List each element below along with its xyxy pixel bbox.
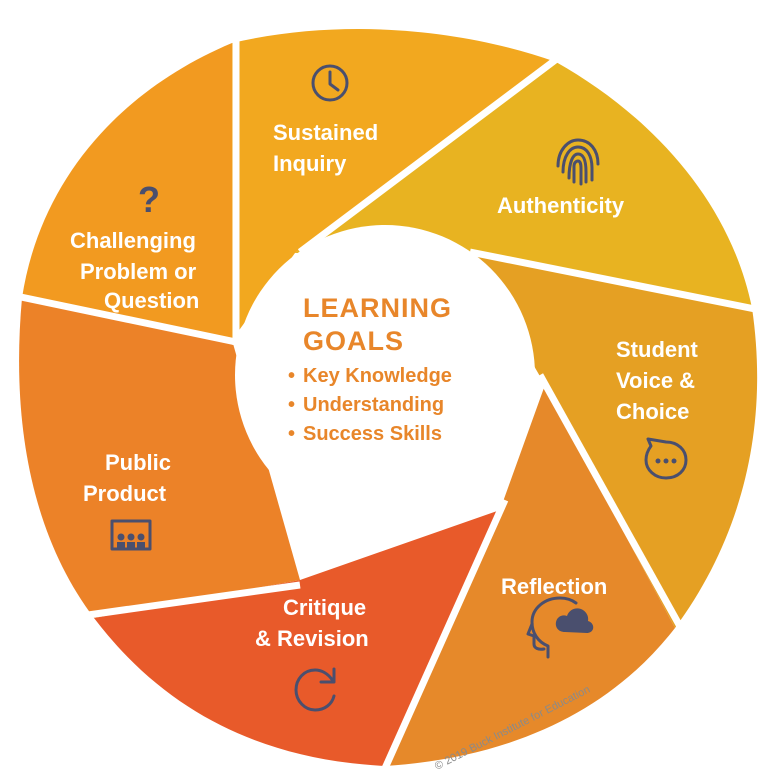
segment-label-challenging-line3: Question: [104, 288, 199, 313]
clock-icon: [311, 64, 349, 102]
center-bullet-dot: •: [288, 423, 295, 445]
center-bullet-dot: •: [288, 394, 295, 416]
segment-label-critique-line2: & Revision: [255, 626, 369, 651]
presentation-audience-icon: [110, 519, 152, 551]
question-mark-icon: ?: [138, 179, 160, 220]
segment-student-voice-choice: [470, 255, 758, 628]
segment-label-critique-line1: Critique: [283, 595, 366, 620]
center-title-line1: LEARNING: [303, 293, 452, 323]
head-cloud-icon: [526, 596, 594, 659]
fingerprint-icon: [556, 138, 600, 186]
segment-dividers: [15, 30, 761, 777]
segment-challenging-problem: [22, 43, 232, 340]
segment-label-student-line2: Voice &: [616, 368, 695, 393]
center-circle: [235, 225, 535, 525]
segment-reflection: [385, 385, 675, 766]
segment-label-authenticity: Authenticity: [497, 193, 625, 218]
segment-critique-revision: [94, 510, 500, 766]
segment-label-student-line3: Choice: [616, 399, 689, 424]
segment-label-sustained-line2: Inquiry: [273, 151, 347, 176]
segment-label-public-line1: Public: [105, 450, 171, 475]
center-bullet-key-knowledge: Key Knowledge: [303, 365, 452, 387]
segment-label-challenging-line1: Challenging: [70, 228, 196, 253]
segment-label-sustained-line1: Sustained: [273, 120, 378, 145]
segment-label-student-line1: Student: [616, 337, 699, 362]
segment-label-public-line2: Product: [83, 481, 167, 506]
center-bullet-success-skills: Success Skills: [303, 423, 442, 445]
segment-public-product: [19, 298, 301, 618]
segment-label-challenging-line2: Problem or: [80, 259, 197, 284]
segment-label-reflection: Reflection: [501, 574, 607, 599]
segment-sustained-inquiry: [232, 29, 556, 340]
speech-bubble-icon: [644, 437, 688, 480]
center-bullet-understanding: Understanding: [303, 394, 444, 416]
center-title-line2: GOALS: [303, 326, 404, 356]
refresh-icon: [294, 667, 336, 712]
center-bullet-dot: •: [288, 365, 295, 387]
